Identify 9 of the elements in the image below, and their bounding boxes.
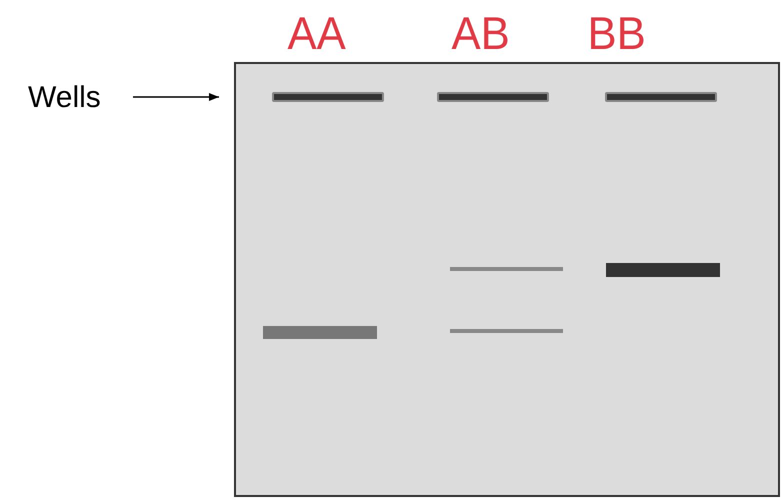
lane-label: AB bbox=[452, 10, 510, 56]
gel-well bbox=[437, 92, 549, 102]
lane-label: AA bbox=[288, 10, 346, 56]
gel-slab bbox=[234, 62, 780, 497]
gel-well bbox=[272, 92, 384, 102]
wells-label: Wells bbox=[28, 80, 130, 116]
lane-label: BB bbox=[588, 10, 646, 56]
leader-arrow bbox=[133, 93, 219, 101]
gel-well bbox=[605, 92, 717, 102]
